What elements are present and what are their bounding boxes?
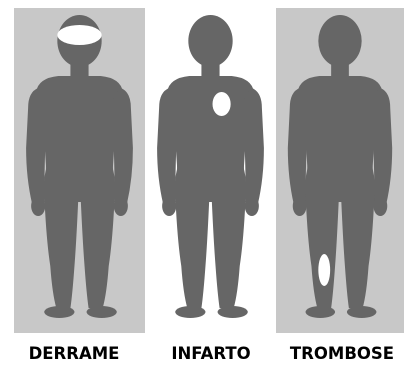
label-trombose: TROMBOSE bbox=[278, 344, 406, 364]
figure-trombose bbox=[276, 8, 404, 333]
label-derrame: DERRAME bbox=[6, 344, 142, 364]
label-infarto: INFARTO bbox=[147, 344, 275, 364]
calf-highlight bbox=[318, 254, 330, 286]
figure-infarto bbox=[145, 8, 276, 333]
brain-highlight bbox=[57, 25, 101, 45]
figure-derrame bbox=[14, 8, 145, 333]
panel-derrame bbox=[14, 8, 145, 333]
heart-highlight bbox=[213, 92, 231, 116]
panel-infarto bbox=[145, 8, 276, 333]
panel-trombose bbox=[276, 8, 404, 333]
